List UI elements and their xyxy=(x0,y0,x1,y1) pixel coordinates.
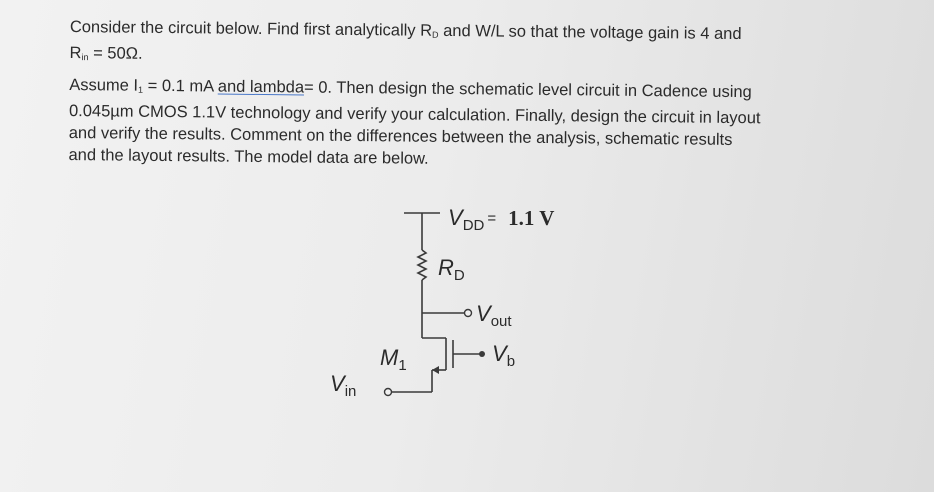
rd-label: RD xyxy=(438,255,465,284)
resistor-rd xyxy=(416,249,428,281)
m1-label: M1 xyxy=(380,345,407,374)
vb-node xyxy=(479,351,485,357)
m1-arrow xyxy=(432,366,439,374)
vin-terminal xyxy=(383,387,393,397)
vout-terminal xyxy=(463,308,473,318)
vout-label: Vout xyxy=(476,301,512,330)
vb-label: Vb xyxy=(492,341,515,370)
vin-label: Vin xyxy=(330,371,356,400)
vdd-label: VDD=1.1 V xyxy=(448,205,554,234)
